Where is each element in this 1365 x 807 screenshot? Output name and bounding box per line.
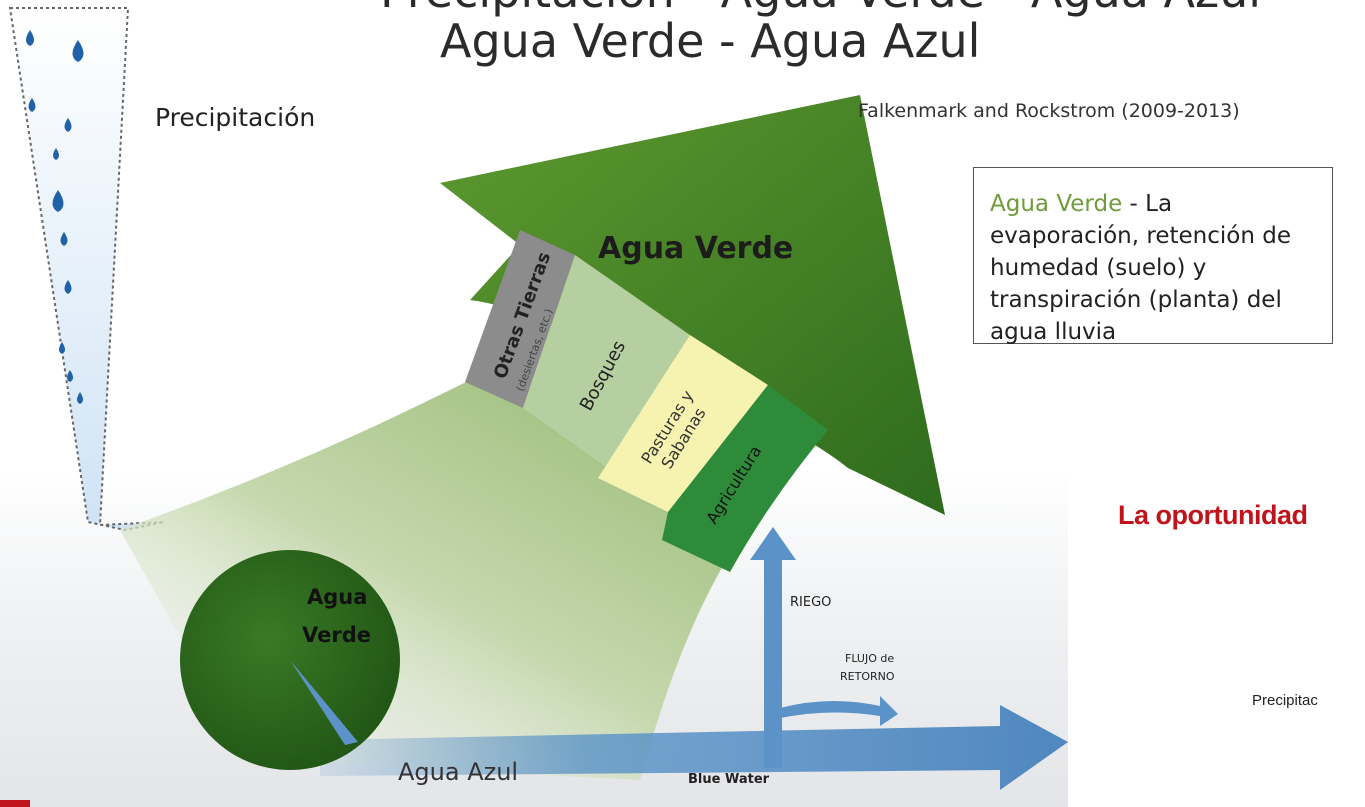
precipitation-label: Precipitación <box>155 103 316 132</box>
right-panel <box>1068 0 1365 807</box>
title-line1-partial: Precipitación - Agua Verde - Agua Azul <box>380 0 1261 18</box>
riego-label: RIEGO <box>790 595 831 610</box>
retorno-label-2: RETORNO <box>840 670 895 683</box>
rain-column <box>8 7 165 532</box>
retorno-arrow <box>780 696 898 726</box>
corner-marker <box>0 800 30 807</box>
definition-box: Agua Verde - La evaporación, retención d… <box>973 167 1333 345</box>
definition-term: Agua Verde <box>990 191 1123 217</box>
riego-arrow <box>750 527 796 768</box>
precipitation-small-label: Precipitac <box>1252 692 1318 709</box>
green-water-arrow <box>440 95 945 515</box>
band-agricultura <box>662 385 828 572</box>
agua-azul-label: Agua Azul <box>398 758 518 786</box>
band-otras-tierras <box>465 230 575 408</box>
definition-separator: - <box>1122 191 1146 217</box>
circle-label-1: Agua <box>307 585 367 609</box>
arrow-label: Agua Verde <box>598 231 793 266</box>
water-flow-diagram: Otras Tierras (desiertas, etc.) Bosques … <box>0 7 1068 807</box>
rain-drops <box>26 30 84 404</box>
opportunity-heading: La oportunidad <box>1118 500 1308 530</box>
band-pasturas <box>598 335 768 512</box>
retorno-label-1: FLUJO de <box>845 652 894 665</box>
blue-water-label: Blue Water <box>688 772 770 787</box>
band-bosques <box>523 255 690 470</box>
land-use-bands <box>465 230 828 572</box>
page-title: Agua Verde - Agua Azul <box>440 14 981 68</box>
circle-label-2: Verde <box>302 623 371 647</box>
blue-water-arrow <box>320 705 1068 790</box>
definition-text: La evaporación, retención de humedad (su… <box>990 191 1291 345</box>
circle-blue-wedge <box>290 660 358 745</box>
citation: Falkenmark and Rockstrom (2009-2013) <box>858 100 1240 122</box>
